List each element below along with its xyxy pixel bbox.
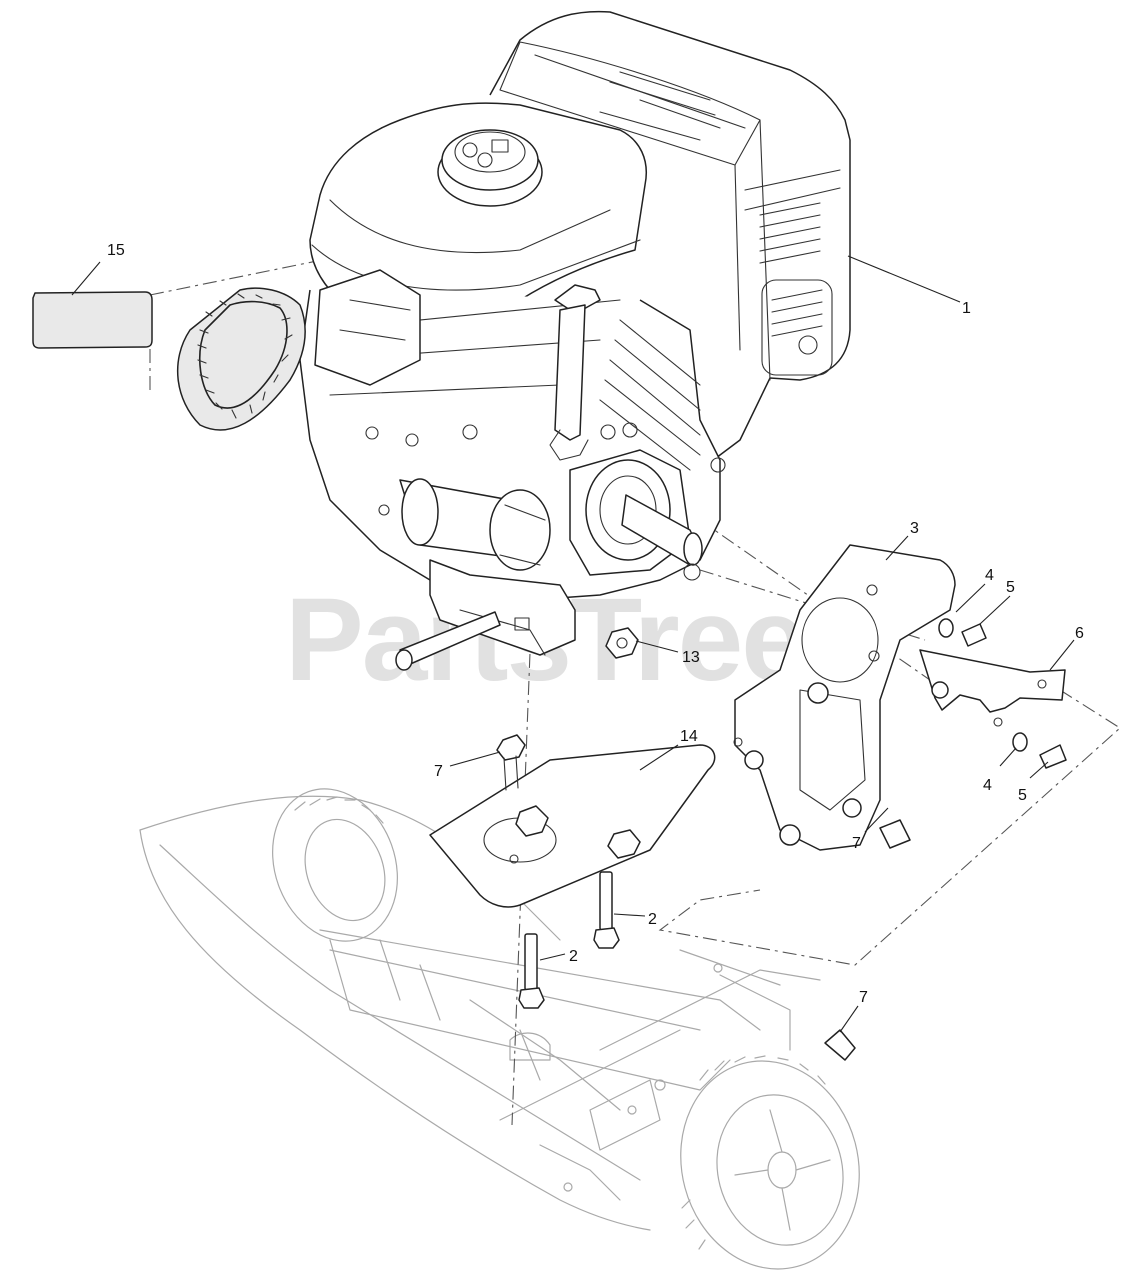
- callout-15: 15: [107, 242, 125, 259]
- callout-5-lower: 5: [1018, 787, 1027, 804]
- decal-part-15: [32, 291, 153, 349]
- callouts: 1 2 2 3 4 4 5 5 6 7 7 7 13 14 15: [107, 242, 1084, 1006]
- pto-flange: [569, 449, 703, 576]
- fasteners: [879, 618, 1067, 849]
- ghost-frame: [139, 788, 860, 1270]
- blower-grille: [759, 202, 833, 376]
- callout-2-upper: 2: [648, 911, 657, 928]
- callout-6: 6: [1075, 625, 1084, 642]
- callout-2-lower: 2: [569, 948, 578, 965]
- bracket-part-6: [919, 649, 1066, 727]
- callout-14: 14: [680, 728, 698, 745]
- fuel-cap: [437, 129, 543, 207]
- mount-plate-part-3: [733, 544, 956, 851]
- base-plate-part-14: [429, 744, 716, 908]
- callout-7-lower: 7: [859, 989, 868, 1006]
- callout-1: 1: [962, 300, 971, 317]
- leader-lines: [71, 255, 1075, 1033]
- callout-7-right: 7: [852, 835, 861, 852]
- callout-4-upper: 4: [985, 567, 994, 584]
- callout-7-left: 7: [434, 763, 443, 780]
- callout-5-upper: 5: [1006, 579, 1015, 596]
- callout-4-lower: 4: [983, 777, 992, 794]
- nut-part-13: [605, 627, 639, 659]
- screws-part-2-7: [496, 734, 856, 1061]
- oil-dipstick: [549, 284, 601, 461]
- callout-13: 13: [682, 649, 700, 666]
- engine-assembly: [177, 10, 851, 671]
- electric-starter: [399, 433, 551, 571]
- callout-3: 3: [910, 520, 919, 537]
